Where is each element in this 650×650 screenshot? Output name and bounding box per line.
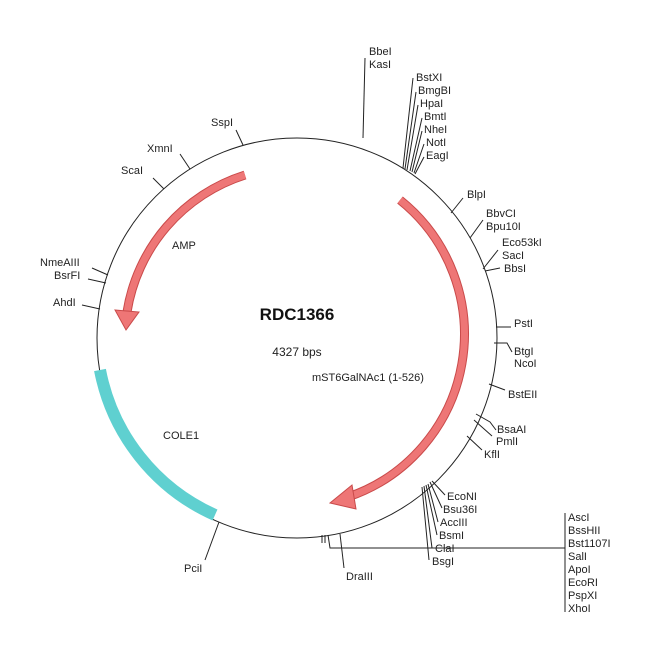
- site-label[interactable]: SalI: [568, 551, 587, 563]
- site-label[interactable]: EcoRI: [568, 577, 598, 589]
- site-label[interactable]: SspI: [211, 117, 233, 129]
- site-label[interactable]: Bst1107I: [568, 538, 611, 550]
- site-label[interactable]: BstXI: [416, 72, 442, 84]
- site-label[interactable]: NcoI: [514, 358, 537, 370]
- cole1-label: COLE1: [163, 430, 199, 442]
- site-label[interactable]: NotI: [426, 137, 446, 149]
- site-label[interactable]: Eco53kI: [502, 237, 542, 249]
- site-ticks-cluster: [402, 77, 425, 175]
- site-label[interactable]: HpaI: [420, 98, 443, 110]
- plasmid-backbone: [96, 137, 498, 539]
- site-label[interactable]: NmeAIII: [40, 257, 80, 269]
- insert-feature-arrow[interactable]: [328, 196, 469, 510]
- site-label[interactable]: ClaI: [435, 543, 455, 555]
- site-label[interactable]: EcoNI: [447, 491, 477, 503]
- site-label[interactable]: PciI: [184, 563, 202, 575]
- site-label[interactable]: BsgI: [432, 556, 454, 568]
- insert-label: mST6GalNAc1 (1-526): [312, 372, 424, 384]
- site-label[interactable]: SacI: [502, 250, 524, 262]
- site-ticks-cluster: [421, 480, 446, 561]
- site-tick: [362, 57, 366, 139]
- site-label[interactable]: BssHII: [568, 525, 600, 537]
- site-label[interactable]: NheI: [424, 124, 447, 136]
- site-label[interactable]: BmgBI: [418, 85, 451, 97]
- site-label[interactable]: BmtI: [424, 111, 447, 123]
- site-label[interactable]: AhdI: [53, 297, 76, 309]
- site-label[interactable]: AccIII: [440, 517, 468, 529]
- site-label[interactable]: XhoI: [568, 603, 591, 615]
- site-label[interactable]: ApoI: [568, 564, 591, 576]
- site-label[interactable]: PspXI: [568, 590, 597, 602]
- site-label[interactable]: BsaAI: [497, 424, 526, 436]
- site-label[interactable]: DraIII: [346, 571, 373, 583]
- site-label[interactable]: KflI: [484, 449, 500, 461]
- site-label[interactable]: BtgI: [514, 346, 534, 358]
- site-label[interactable]: BstEII: [508, 389, 537, 401]
- site-label[interactable]: EagI: [426, 150, 449, 162]
- site-label[interactable]: KasI: [369, 59, 391, 71]
- site-label[interactable]: Bpu10I: [486, 221, 521, 233]
- site-label[interactable]: BlpI: [467, 189, 486, 201]
- plasmid-name: RDC1366: [260, 305, 335, 324]
- amp-feature-arrow[interactable]: [114, 170, 247, 331]
- mcs-ticks: [321, 513, 566, 612]
- site-label[interactable]: BbvCI: [486, 208, 516, 220]
- plasmid-size: 4327 bps: [272, 345, 321, 359]
- amp-label: AMP: [172, 240, 196, 252]
- site-label[interactable]: BsrFI: [54, 270, 80, 282]
- site-label[interactable]: XmnI: [147, 143, 173, 155]
- site-label[interactable]: Bsu36I: [443, 504, 477, 516]
- site-label[interactable]: PmlI: [496, 436, 518, 448]
- site-label[interactable]: BsmI: [439, 530, 464, 542]
- site-label[interactable]: ScaI: [121, 165, 143, 177]
- site-label[interactable]: AscI: [568, 512, 589, 524]
- cole1-feature[interactable]: [94, 368, 218, 521]
- site-label[interactable]: PstI: [514, 318, 533, 330]
- site-label[interactable]: BbsI: [504, 263, 526, 275]
- site-label[interactable]: BbeI: [369, 46, 392, 58]
